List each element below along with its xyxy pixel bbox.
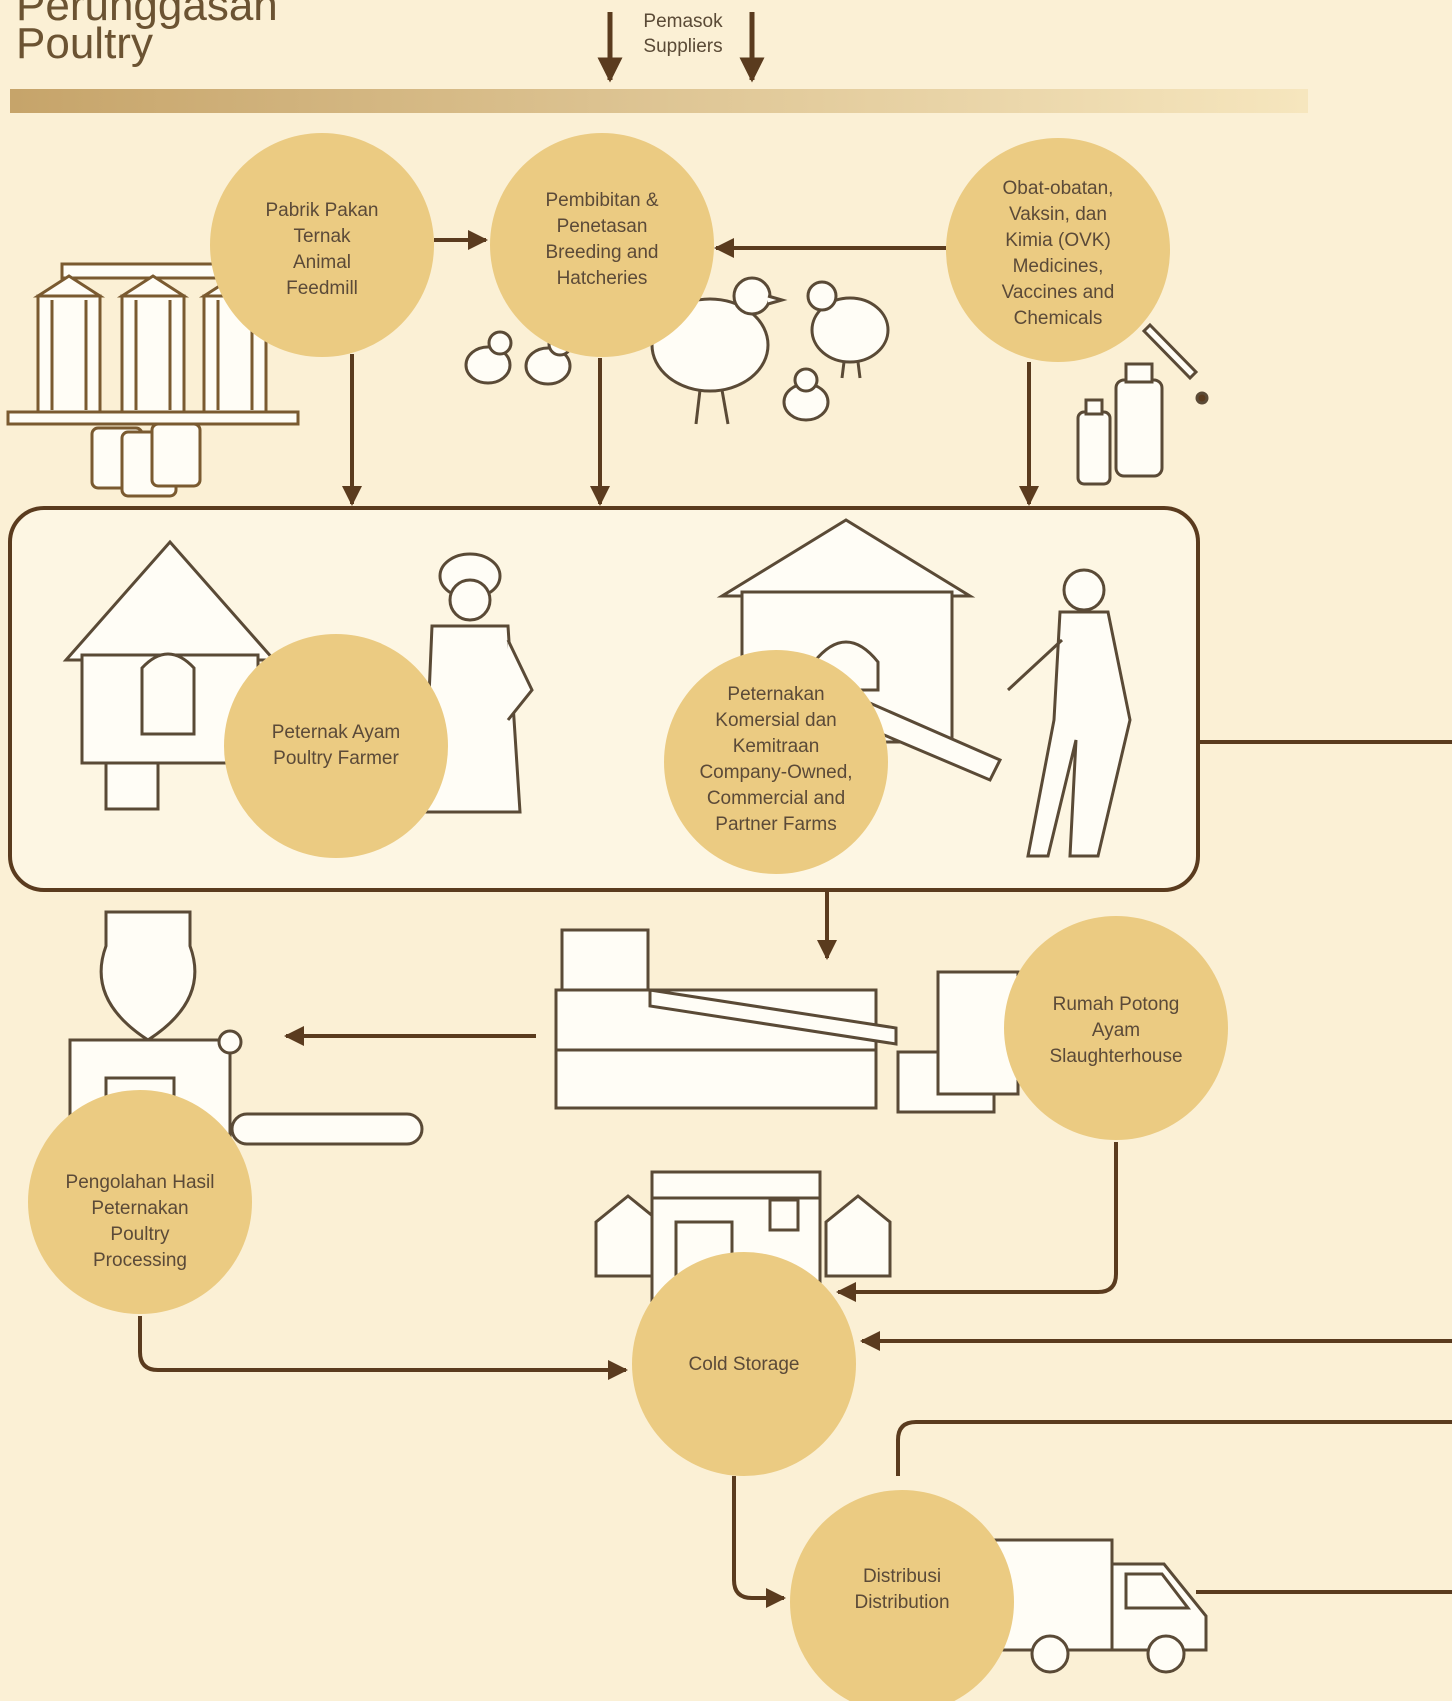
- suppliers-label-en: Suppliers: [643, 36, 723, 57]
- farmer-text-1: Peternak Ayam: [271, 722, 401, 743]
- arrow-slaughter-to-cold: [836, 1142, 1118, 1302]
- node-ovk-circle: [946, 138, 1170, 362]
- line-distribution-to-right-top: [896, 1420, 1452, 1476]
- feedmill-text-2: Ternak: [293, 226, 351, 247]
- node-feedmill-label: Pabrik Pakan Ternak Animal Feedmill: [232, 190, 412, 310]
- ovk-text-3: Kimia (OVK): [1005, 230, 1111, 251]
- feedmill-text-4: Feedmill: [286, 278, 358, 299]
- node-farmer-circle: [224, 634, 448, 858]
- truck-icon: [986, 1538, 1208, 1674]
- flow-arrows: [138, 230, 1452, 1608]
- node-hatchery-label: Pembibitan & Penetasan Breeding and Hatc…: [512, 188, 692, 292]
- node-hatchery-circle: [490, 133, 714, 357]
- slaughter-text-2: Ayam: [1091, 1020, 1141, 1041]
- arrow-cold-to-distribution: [732, 1476, 786, 1608]
- distribution-text-2: Distribution: [854, 1592, 950, 1613]
- node-feedmill-circle: [210, 133, 434, 357]
- node-cold-label: Cold Storage: [654, 1352, 834, 1378]
- commercial-text-4: Company-Owned,: [699, 762, 853, 783]
- slaughter-machine-icon: [554, 928, 1020, 1114]
- hatchery-text-1: Pembibitan &: [545, 190, 659, 211]
- processing-text-3: Poultry: [110, 1224, 170, 1245]
- page-title-line1: Perunggasan: [16, 0, 278, 30]
- node-slaughter-label: Rumah Potong Ayam Slaughterhouse: [1026, 992, 1206, 1070]
- farmer-woman-icon: [422, 552, 534, 814]
- cold-storage-icon: [594, 1170, 892, 1314]
- slaughter-text-1: Rumah Potong: [1052, 994, 1180, 1015]
- commercial-text-6: Partner Farms: [715, 814, 837, 835]
- node-ovk-label: Obat-obatan, Vaksin, dan Kimia (OVK) Med…: [968, 176, 1148, 332]
- processing-text-1: Pengolahan Hasil: [65, 1172, 215, 1193]
- node-commercial-label: Peternakan Komersial dan Kemitraan Compa…: [676, 682, 876, 838]
- farmer-text-2: Poultry Farmer: [273, 748, 399, 769]
- ovk-text-6: Chemicals: [1013, 308, 1103, 329]
- chick-icon: [464, 330, 830, 422]
- ovk-text-5: Vaccines and: [1001, 282, 1115, 303]
- node-processing-label: Pengolahan Hasil Peternakan Poultry Proc…: [40, 1170, 240, 1274]
- hatchery-text-4: Hatcheries: [556, 268, 648, 289]
- ovk-text-2: Vaksin, dan: [1009, 204, 1107, 225]
- hatchery-text-3: Breeding and: [545, 242, 659, 263]
- commercial-text-3: Kemitraan: [732, 736, 820, 757]
- commercial-text-1: Peternakan: [727, 684, 825, 705]
- header-gradient-bar: [10, 89, 1308, 113]
- feedmill-text-3: Animal: [292, 252, 352, 273]
- hatchery-text-2: Penetasan: [556, 216, 648, 237]
- chicken-icon: [650, 276, 890, 425]
- processing-text-2: Peternakan: [91, 1198, 189, 1219]
- feed-sack-icon: [90, 422, 202, 498]
- suppliers-label-id: Pemasok: [643, 11, 723, 32]
- node-commercial-circle: [664, 650, 888, 874]
- distribution-text-1: Distribusi: [862, 1566, 942, 1587]
- ovk-text-4: Medicines,: [1012, 256, 1104, 277]
- chicken-coop-left-icon: [62, 539, 278, 811]
- arrow-processing-to-cold: [138, 1316, 628, 1380]
- node-cold-circle: [632, 1252, 856, 1476]
- page-title-line2: Poultry: [16, 19, 153, 68]
- node-distribution-label: Distribusi Distribution: [812, 1564, 992, 1616]
- farmer-man-icon: [1006, 568, 1132, 858]
- processing-text-4: Processing: [93, 1250, 187, 1271]
- medicine-bottle-icon: [1076, 322, 1209, 486]
- commercial-text-5: Commercial and: [706, 788, 846, 809]
- node-farmer-label: Peternak Ayam Poultry Farmer: [246, 720, 426, 772]
- cold-text-1: Cold Storage: [688, 1354, 800, 1375]
- slaughter-text-3: Slaughterhouse: [1049, 1046, 1183, 1067]
- commercial-text-2: Komersial dan: [715, 710, 837, 731]
- node-processing-circle: [28, 1090, 252, 1314]
- node-distribution-circle: [790, 1490, 1014, 1701]
- node-slaughter-circle: [1004, 916, 1228, 1140]
- ovk-text-1: Obat-obatan,: [1002, 178, 1114, 199]
- feedmill-text-1: Pabrik Pakan: [265, 200, 379, 221]
